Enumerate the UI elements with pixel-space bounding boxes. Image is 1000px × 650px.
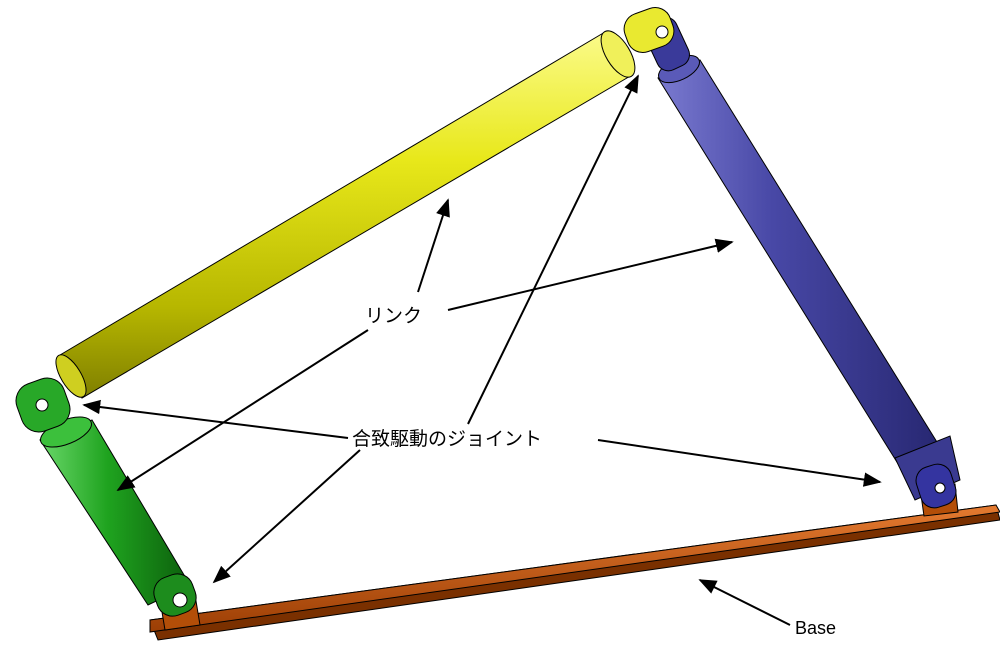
yellow-link <box>55 7 675 399</box>
green-link <box>15 377 197 617</box>
arrow-to-blue-link <box>447 238 734 311</box>
arrow-to-yellow-blue-joint <box>467 74 639 425</box>
arrow-to-yellow-link <box>417 198 450 293</box>
arrow-to-green-yellow-joint <box>82 399 349 439</box>
joint-label: 合致駆動のジョイント <box>352 428 542 450</box>
base-plate <box>149 483 1000 641</box>
base-label: Base <box>795 618 836 638</box>
arrow-to-blue-base-joint <box>597 439 882 487</box>
link-arrows <box>116 198 734 491</box>
arrow-to-base <box>698 579 791 626</box>
arrow-to-green-link <box>116 329 369 491</box>
blue-link <box>644 16 961 509</box>
link-label: リンク <box>365 305 422 327</box>
arrow-to-green-base-joint <box>212 449 361 584</box>
joint-arrows <box>82 74 882 584</box>
